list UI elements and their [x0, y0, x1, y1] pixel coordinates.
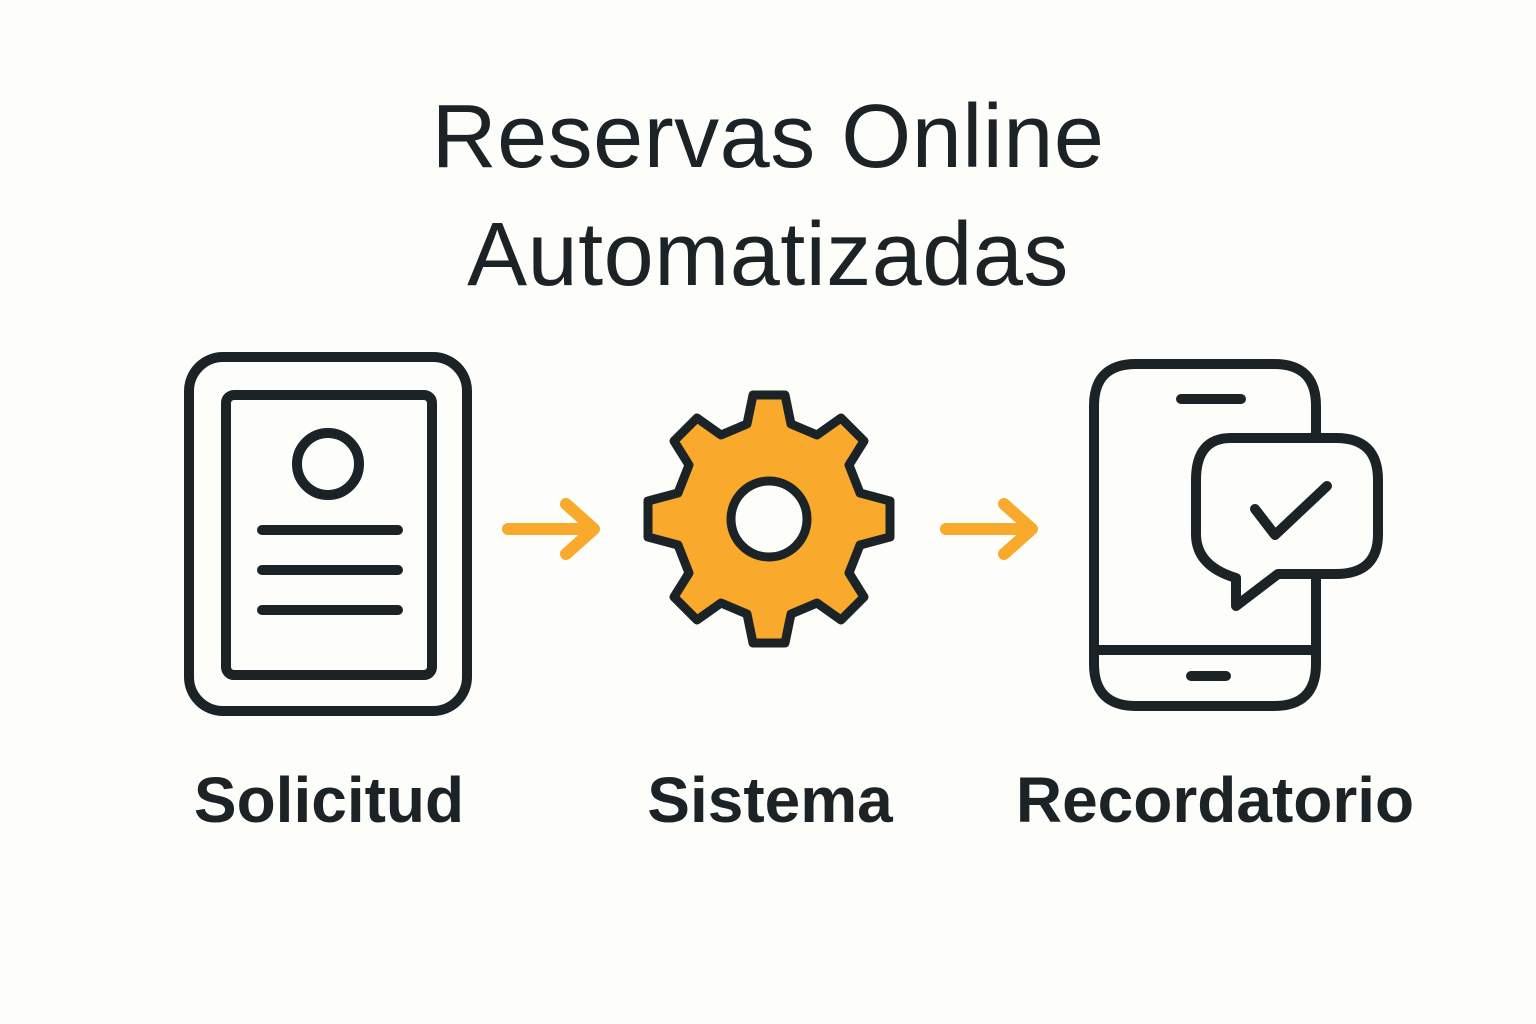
step-label-sistema: Sistema [647, 764, 893, 836]
arrow-right-icon [500, 494, 604, 569]
smartphone-message-check-icon [1086, 356, 1386, 716]
step-label-recordatorio: Recordatorio [1015, 764, 1415, 836]
gear-icon [636, 386, 902, 652]
title-line-2: Automatizadas [467, 205, 1069, 305]
title-line-1: Reservas Online [431, 87, 1105, 187]
page-title: Reservas Online Automatizadas [0, 78, 1536, 314]
step-label-solicitud: Solicitud [193, 764, 465, 836]
arrow-right-icon [938, 494, 1042, 569]
document-form-icon [184, 352, 474, 718]
